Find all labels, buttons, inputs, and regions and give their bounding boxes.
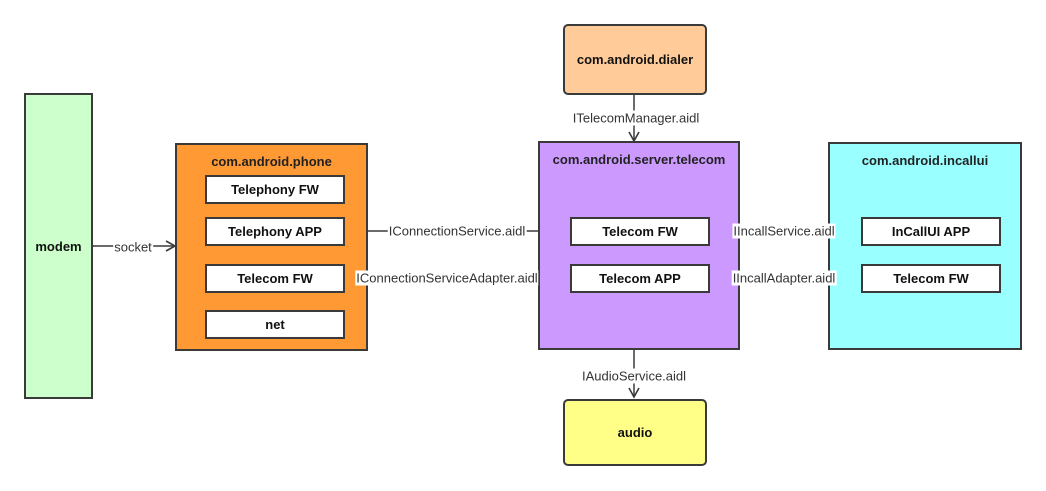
phone-process-title: com.android.phone — [211, 154, 332, 169]
phone-telephony-fw: Telephony FW — [205, 175, 345, 204]
dialer-node: com.android.dialer — [563, 24, 707, 95]
phone-telecom-fw: Telecom FW — [205, 264, 345, 293]
audio-node: audio — [563, 399, 707, 466]
audio-label: audio — [617, 425, 653, 440]
incallui-process-group: com.android.incallui InCallUI APP Teleco… — [828, 142, 1022, 350]
telecom-telecom-fw: Telecom FW — [570, 217, 710, 246]
phone-net: net — [205, 310, 345, 339]
iaudio-service-label: IAudioService.aidl — [580, 368, 688, 384]
iincall-service-label: IIncallService.aidl — [732, 223, 836, 239]
itelecom-manager-label: ITelecomManager.aidl — [571, 110, 701, 126]
telecom-process-title: com.android.server.telecom — [552, 152, 726, 167]
iincall-adapter-label: IIncallAdapter.aidl — [731, 270, 837, 286]
incallui-incallui-app: InCallUI APP — [861, 217, 1001, 246]
iconnection-service-adapter-label: IConnectionServiceAdapter.aidl — [355, 270, 539, 286]
modem-node: modem — [24, 93, 93, 399]
telecom-telecom-app: Telecom APP — [570, 264, 710, 293]
dialer-label: com.android.dialer — [576, 52, 694, 67]
incallui-telecom-fw: Telecom FW — [861, 264, 1001, 293]
modem-label: modem — [35, 238, 82, 254]
phone-telephony-app: Telephony APP — [205, 217, 345, 246]
telecom-process-group: com.android.server.telecom Telecom FW Te… — [538, 141, 740, 350]
phone-process-group: com.android.phone Telephony FW Telephony… — [175, 143, 368, 351]
socket-label: socket — [113, 239, 153, 255]
incallui-process-title: com.android.incallui — [861, 153, 989, 168]
iconnection-service-label: IConnectionService.aidl — [387, 223, 527, 239]
